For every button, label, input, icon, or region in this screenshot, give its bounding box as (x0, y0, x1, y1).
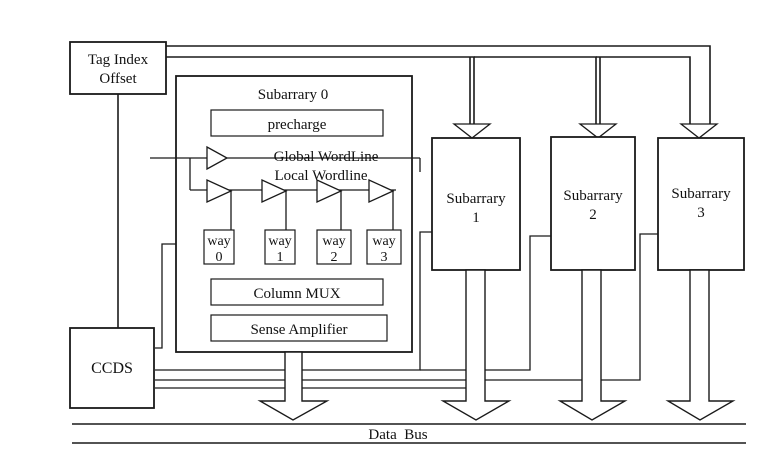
tag-index-offset-box: Tag Index Offset (69, 41, 167, 95)
ccds-label: CCDS (91, 360, 133, 377)
subarray1-num: 1 (472, 210, 480, 226)
way2-num: 2 (331, 250, 338, 265)
wire-to-subarray2 (474, 56, 597, 124)
tag-box-line1: Tag Index (88, 52, 149, 68)
subarray3-rect (657, 137, 745, 271)
subarray3-num: 3 (697, 205, 705, 221)
arrow-into-subarray1 (452, 123, 492, 139)
way1-rect (264, 229, 296, 265)
way1-driver (261, 178, 288, 204)
way2-label: way (322, 234, 345, 249)
subarray-0: Subarrary 0 precharge Global WordLine Lo… (150, 75, 421, 353)
data-bus-arrows (257, 269, 736, 421)
subarray2-output-arrow (557, 269, 628, 421)
way3-driver (368, 178, 395, 204)
ccds-control-wires (155, 231, 658, 389)
sense-amp-label: Sense Amplifier (250, 322, 347, 338)
ccds-rect (69, 327, 155, 409)
subarray3-label: Subarrary (671, 186, 731, 202)
subarray1-output-arrow (440, 269, 512, 421)
ctrl-wire-s3 (488, 233, 658, 381)
tag-box-line2: Offset (99, 71, 137, 87)
way3-label: way (372, 234, 395, 249)
subarray1-rect (431, 137, 521, 271)
subarray0-title: Subarrary 0 (258, 87, 328, 103)
way1-num: 1 (277, 250, 284, 265)
subarray2-label: Subarrary (563, 188, 623, 204)
precharge-label: precharge (268, 117, 327, 133)
way0-driver (206, 178, 233, 204)
wire-to-subarray3-b (596, 56, 691, 124)
data-bus: Data Bus (72, 423, 746, 444)
way3-rect (366, 229, 402, 265)
precharge-box (210, 109, 384, 137)
data-bus-label: Data Bus (368, 427, 427, 443)
subarray2-rect (550, 136, 636, 271)
way2-rect (316, 229, 352, 265)
way0-num: 0 (216, 250, 223, 265)
way-0-box: way 0 (203, 229, 235, 265)
subarray3-output-arrow (665, 269, 736, 421)
subarray-3: Subarrary 3 (657, 137, 745, 271)
way2-driver (316, 178, 343, 204)
global-wordline-driver (206, 145, 229, 171)
column-mux-box (210, 278, 384, 306)
arrow-into-subarray2 (578, 123, 618, 139)
wire-to-subarray3 (165, 45, 711, 124)
subarray0-output-arrow (257, 351, 330, 421)
sense-amp-box (210, 314, 388, 342)
subarray1-label: Subarrary (446, 191, 506, 207)
way0-label: way (207, 234, 230, 249)
ccds-box: CCDS (69, 327, 155, 409)
ccds-to-subarray0-wire (155, 243, 176, 349)
way0-rect (203, 229, 235, 265)
way-1-box: way 1 (264, 229, 296, 265)
subarray-2: Subarrary 2 (550, 136, 636, 271)
local-wordline-label: Local Wordline (274, 168, 367, 184)
way-2-box: way 2 (316, 229, 352, 265)
subarray2-num: 2 (589, 207, 597, 223)
address-wires (165, 45, 711, 124)
way3-num: 3 (381, 250, 388, 265)
column-mux-label: Column MUX (253, 286, 340, 302)
way-3-box: way 3 (366, 229, 402, 265)
subarray-1: Subarrary 1 (431, 137, 521, 271)
arrow-into-subarray3 (679, 123, 719, 139)
global-wordline-label: Global WordLine (274, 149, 379, 165)
way1-label: way (268, 234, 291, 249)
address-arrows (452, 123, 719, 139)
